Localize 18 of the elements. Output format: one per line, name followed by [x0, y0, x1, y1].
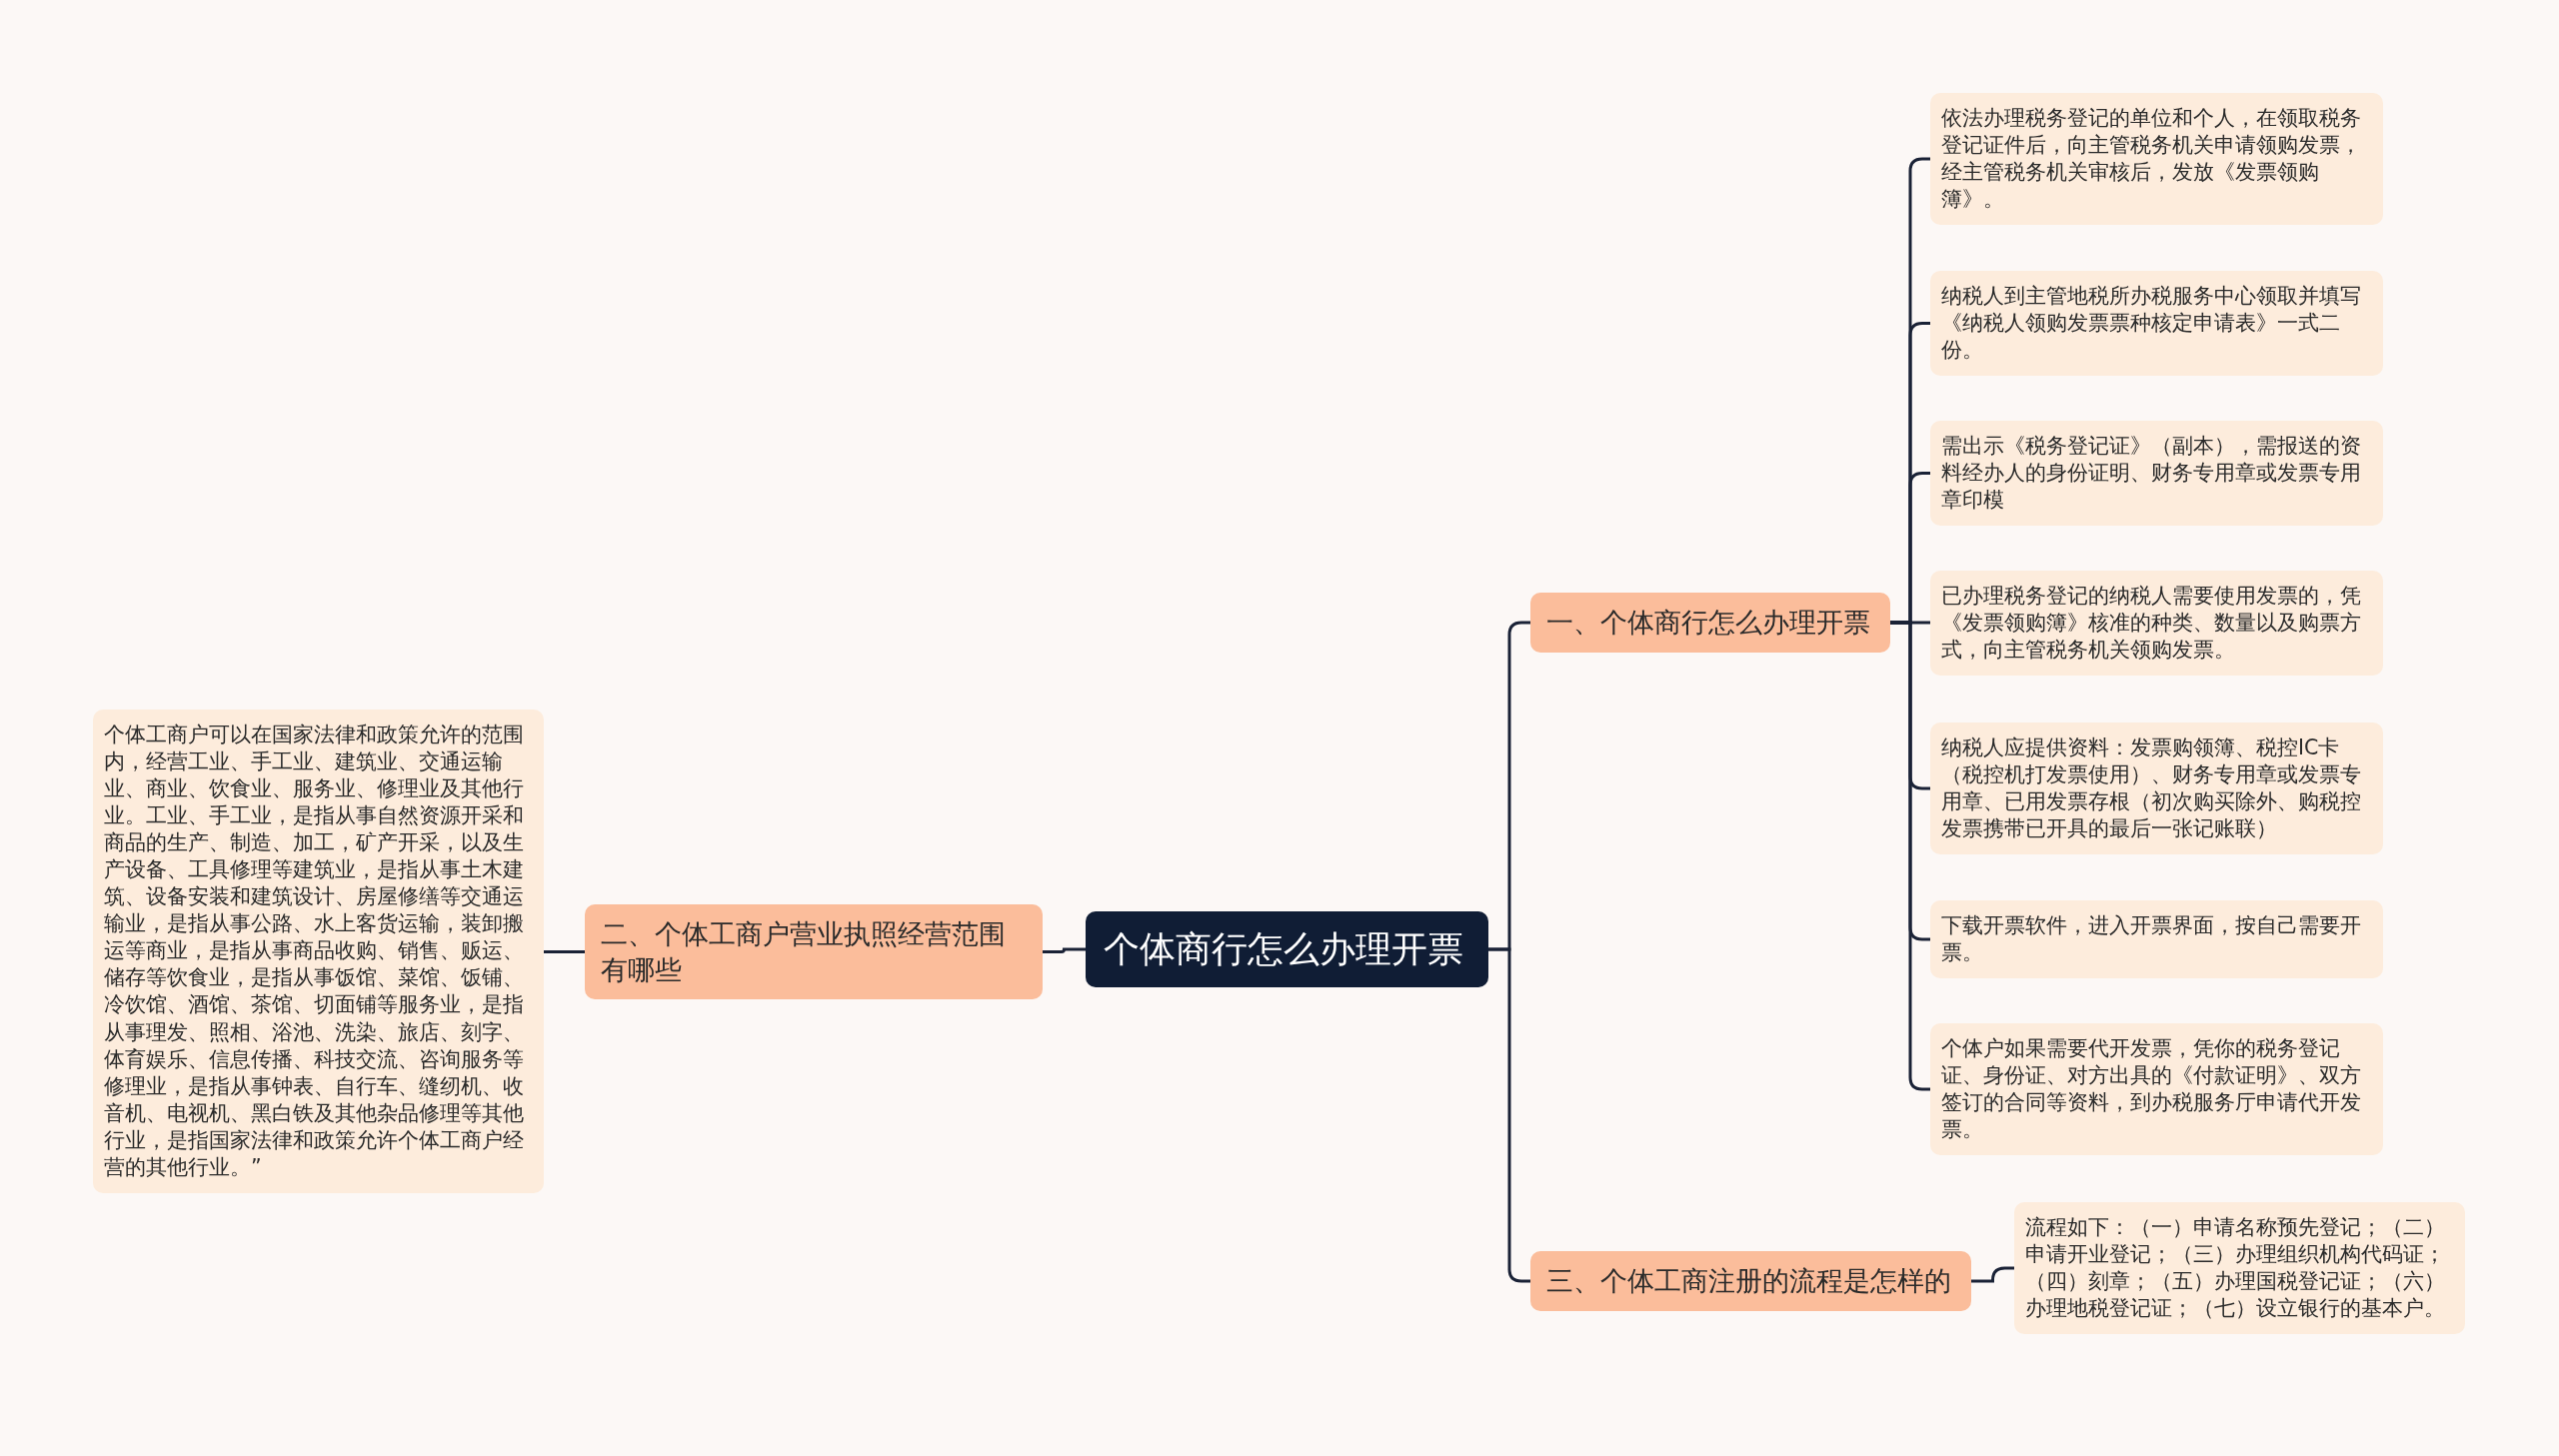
root-topic-box: 个体商行怎么办理开票 [1086, 911, 1488, 987]
note-box: 纳税人到主管地税所办税服务中心领取并填写《纳税人领购发票票种核定申请表》一式二份。 [1930, 271, 2383, 377]
branch-topic-box: 一、个体商行怎么办理开票 [1530, 593, 1890, 653]
connector-line [1488, 947, 1530, 1283]
connector-line [544, 950, 585, 953]
note-box: 需出示《税务登记证》（副本），需报送的资料经办人的身份证明、财务专用章或发票专用章印模 [1930, 421, 2383, 527]
branch-topic-box: 三、个体工商注册的流程是怎样的 [1530, 1251, 1971, 1311]
note-box: 纳税人应提供资料：发票购领簿、税控IC卡（税控机打发票使用）、财务专用章或发票专用章、已用发票存根（初次购买除外、购税控发票携带已开具的最后一张记账联） [1930, 723, 2383, 855]
note-box: 下载开票软件，进入开票界面，按自己需要开票。 [1930, 900, 2383, 979]
connector-line [1043, 947, 1086, 953]
branch-topic-box: 二、个体工商户营业执照经营范围有哪些 [585, 904, 1043, 1000]
note-box: 依法办理税务登记的单位和个人，在领取税务登记证件后，向主管税务机关申请领购发票，经主管税务机关审核后，发放《发票领购簿》。 [1930, 93, 2383, 226]
note-box: 已办理税务登记的纳税人需要使用发票的，凭《发票领购簿》核准的种类、数量以及购票方式，向主管税务机关领购发票。 [1930, 571, 2383, 677]
connector-line [1971, 1266, 2014, 1283]
note-box: 个体户如果需要代开发票，凭你的税务登记证、身份证、对方出具的《付款证明》、双方签订的合同等资料，到办税服务厅申请代开发票。 [1930, 1023, 2383, 1156]
note-box: 流程如下：（一）申请名称预先登记；（二）申请开业登记；（三）办理组织机构代码证；（四）刻章；（五）办理国税登记证；（六）办理地税登记证；（七）设立银行的基本户。 [2014, 1202, 2465, 1335]
note-box: 个体工商户可以在国家法律和政策允许的范围内，经营工业、手工业、建筑业、交通运输业、商业、饮食业、服务业、修理业及其他行业。工业、手工业，是指从事自然资源开采和商品的生产、制造、加工，矿产开采，以及生产设备、工具修理等建筑业，是指从事土木建筑、设备安装和建筑设计、房屋修缮等交通运输业，是指从事公路、水上客货运输，装卸搬运等商业，是指从事商品收购、销售、贩运、储存等饮食业，是指从事饭馆、菜馆、饭铺、冷饮馆、酒馆、茶馆、切面铺等服务业，是指从事理发、照相、浴池、洗染、旅店、刻字、体育娱乐、信息传播、科技交流、咨询服务等修理业，是指从事钟表、自行车、缝纫机、收音机、电视机、黑白铁及其他杂品修理等其他行业，是指国家法律和政策允许个体工商户经营的其他行业。” [93, 710, 544, 1193]
connector-line [1890, 621, 1930, 1091]
